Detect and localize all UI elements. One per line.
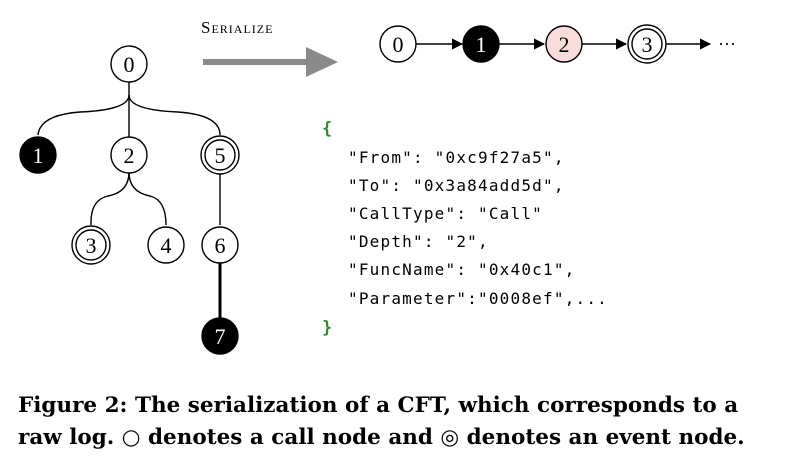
edge-0-1-curve (37, 94, 130, 136)
tree-node-7: 7 (201, 317, 239, 355)
seq-node-1: 1 (462, 25, 500, 63)
tree-node-0: 0 (110, 45, 148, 83)
serialize-label: Serialize (201, 18, 273, 37)
sequence: 0 1 2 3 ··· (379, 24, 736, 64)
seq-node-2-label: 2 (559, 32, 570, 57)
json-block: { "From": "0xc9f27a5", "To": "0x3a84add5… (322, 119, 608, 338)
tree-node-6-label: 6 (215, 233, 226, 258)
tree-node-3: 3 (71, 225, 111, 265)
tree-node-5: 5 (200, 135, 240, 175)
json-line-depth: "Depth": "2", (348, 232, 489, 251)
seq-node-3: 3 (627, 24, 667, 64)
seq-node-1-label: 1 (476, 32, 487, 57)
seq-node-3-label: 3 (642, 32, 653, 57)
edge-2-3 (90, 171, 130, 226)
tree-node-0-label: 0 (124, 52, 135, 77)
json-line-calltype: "CallType": "Call" (348, 204, 543, 223)
tree-node-6: 6 (201, 226, 239, 264)
figure-caption: Figure 2: The serialization of a CFT, wh… (18, 390, 808, 454)
seq-node-2: 2 (545, 25, 583, 63)
serialization-diagram: 0 1 2 5 3 4 6 7 Serialize 0 (19, 18, 736, 355)
tree-node-1: 1 (19, 136, 57, 174)
seq-node-0-label: 0 (393, 32, 404, 57)
tree-edges (37, 82, 222, 318)
json-close-brace: } (322, 318, 332, 338)
json-line-funcname: "FuncName": "0x40c1", (348, 260, 576, 279)
tree-node-5-label: 5 (215, 143, 226, 168)
caption-line-2: raw log. ○ denotes a call node and ◎ den… (18, 425, 745, 450)
serialize-arrow-icon (203, 47, 338, 77)
seq-ellipsis: ··· (718, 34, 736, 54)
seq-node-0: 0 (379, 25, 417, 63)
edge-2-4 (128, 171, 167, 226)
json-line-parameter: "Parameter":"0008ef",... (348, 289, 608, 308)
tree-node-4: 4 (147, 226, 185, 264)
json-line-from: "From": "0xc9f27a5", (348, 148, 565, 167)
caption-line-1: Figure 2: The serialization of a CFT, wh… (18, 393, 739, 418)
tree-node-1-label: 1 (33, 143, 44, 168)
tree-node-3-label: 3 (86, 233, 97, 258)
json-line-to: "To": "0x3a84add5d", (348, 176, 565, 195)
tree-node-4-label: 4 (161, 233, 172, 258)
tree-node-2-label: 2 (124, 143, 135, 168)
json-open-brace: { (322, 119, 332, 139)
edge-0-5 (128, 94, 221, 136)
tree-node-7-label: 7 (215, 324, 226, 349)
tree-node-2: 2 (110, 136, 148, 174)
